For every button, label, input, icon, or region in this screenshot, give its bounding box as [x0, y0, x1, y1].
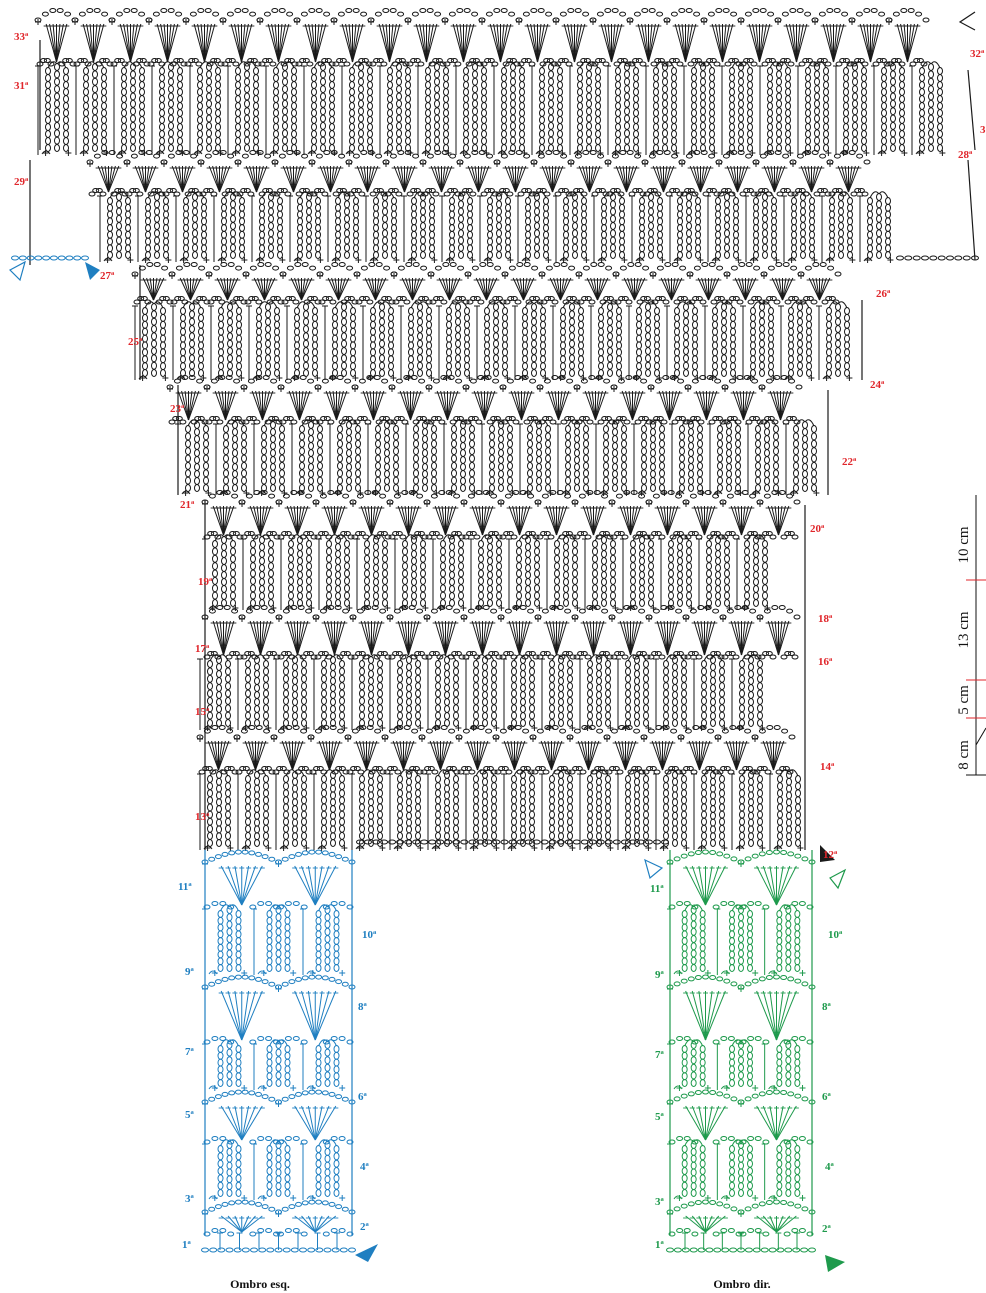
row-label-right-shoulder: 7ª	[655, 1049, 665, 1061]
right-shoulder-chart	[667, 850, 846, 1272]
row-label-main: 28ª	[958, 149, 973, 161]
row-label-main: 21ª	[180, 499, 195, 511]
row-label-right-shoulder: 9ª	[655, 969, 665, 981]
start-arrow-row-27	[85, 262, 100, 280]
row-label-right-shoulder: 1ª	[655, 1239, 665, 1251]
row-label-left-shoulder: 1ª	[182, 1239, 192, 1251]
row-label-main: 17ª	[195, 643, 210, 655]
join-arrow-row-28	[10, 262, 25, 280]
row-label-left-shoulder: 9ª	[185, 966, 195, 978]
row-label-12: 12ª	[823, 849, 838, 861]
row-label-main: 20ª	[810, 523, 825, 535]
row-label-left-shoulder: 2ª	[360, 1221, 370, 1233]
row-label-left-shoulder: 7ª	[185, 1046, 195, 1058]
row-label-right-shoulder: 2ª	[822, 1223, 832, 1235]
row-label-main: 33ª	[14, 31, 29, 43]
join-arrow-right-shoulder	[830, 870, 845, 888]
measurement-scale: 10 cm 13 cm 5 cm 8 cm	[956, 495, 986, 775]
start-arrow-left-shoulder	[355, 1244, 378, 1262]
row-label-main: 18ª	[818, 613, 833, 625]
row-label-main: 16ª	[818, 656, 833, 668]
row-label-main: 19ª	[198, 576, 213, 588]
row-label-main: 23ª	[170, 403, 185, 415]
row-label-main: 25ª	[128, 336, 143, 348]
row-label-main: 24ª	[870, 379, 885, 391]
row-label-right-shoulder: 5ª	[655, 1111, 665, 1123]
row-label-left-shoulder: 10ª	[362, 929, 377, 941]
row-label-main: 15ª	[195, 706, 210, 718]
row-label-main: 32ª	[970, 48, 985, 60]
row-label-right-shoulder: 6ª	[822, 1091, 832, 1103]
row-label-main: 29ª	[14, 176, 29, 188]
row-label-main: 31ª	[14, 80, 29, 92]
row-label-left-shoulder: 4ª	[360, 1161, 370, 1173]
row-label-main: 3	[980, 124, 986, 136]
row-label-main: 13ª	[195, 811, 210, 823]
row-label-main: 14ª	[820, 761, 835, 773]
row-label-left-shoulder: 3ª	[185, 1193, 195, 1205]
row-label-left-shoulder: 5ª	[185, 1109, 195, 1121]
row-label-right-shoulder: 10ª	[828, 929, 843, 941]
row-label-right-shoulder: 8ª	[822, 1001, 832, 1013]
row-label-main: 26ª	[876, 288, 891, 300]
row-label-right-shoulder: 3ª	[655, 1196, 665, 1208]
measurement-label: 10 cm	[956, 526, 972, 563]
row-label-left-shoulder: 6ª	[358, 1091, 368, 1103]
left-shoulder-chart	[202, 850, 663, 1262]
measurement-label: 13 cm	[956, 611, 972, 648]
row-label-main: 27ª	[100, 270, 115, 282]
row-label-right-shoulder: 4ª	[825, 1161, 835, 1173]
end-arrow-row-33	[960, 12, 975, 30]
row-label-left-shoulder: 8ª	[358, 1001, 368, 1013]
yoke-chart	[10, 9, 979, 863]
measurement-label: 8 cm	[956, 740, 972, 770]
right-shoulder-caption: Ombro dir.	[713, 1277, 770, 1291]
row-label-main: 22ª	[842, 456, 857, 468]
row-labels: 13ª 14ª 15ª 16ª 17ª 18ª 19ª 20ª 21ª 22ª 23ª 24ª 25ª 2…	[14, 31, 986, 1251]
left-shoulder-caption: Ombro esq.	[230, 1277, 290, 1291]
join-arrow-left-shoulder	[645, 860, 662, 878]
row-label-right-shoulder: 11ª	[650, 883, 664, 895]
start-arrow-right-shoulder	[825, 1255, 845, 1272]
row-label-left-shoulder: 11ª	[178, 881, 192, 893]
measurement-label: 5 cm	[956, 685, 972, 715]
